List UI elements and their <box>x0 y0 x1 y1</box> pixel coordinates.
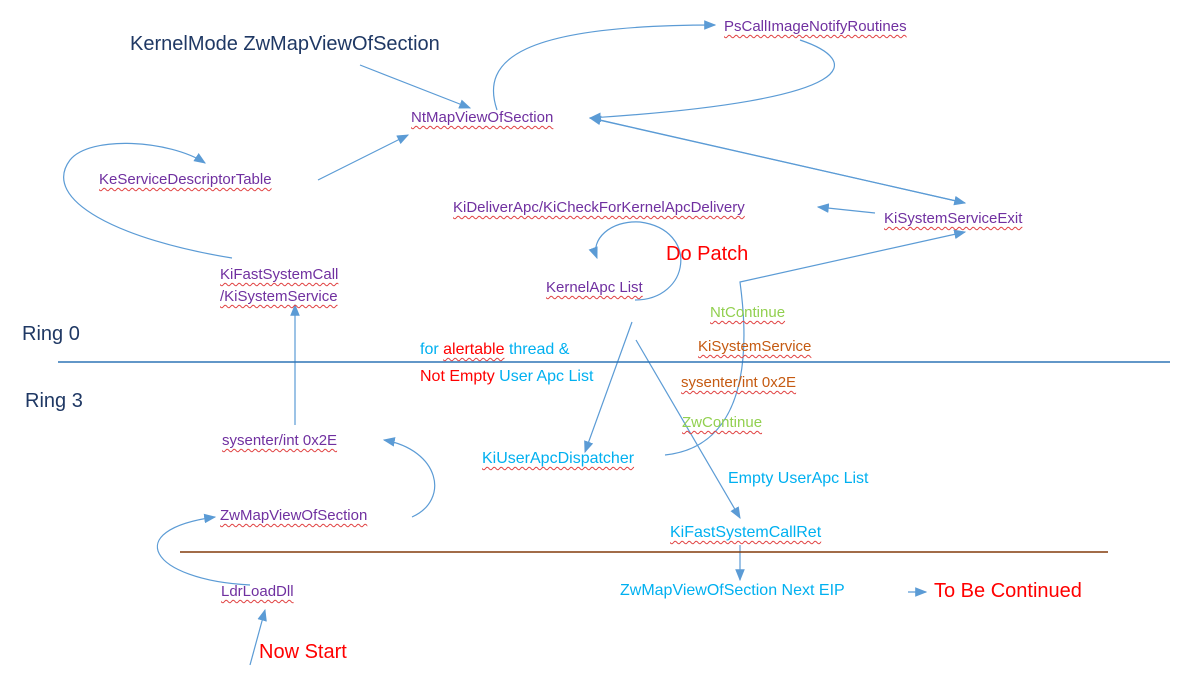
label-not-empty-condition: Not Empty User Apc List <box>420 369 593 385</box>
label-to-be-continued: To Be Continued <box>934 580 1082 602</box>
label-sysenter-right: sysenter/int 0x2E <box>681 374 797 391</box>
label-sysenter-left: sysenter/int 0x2E <box>222 432 338 449</box>
arrow-kernelapc-loop <box>588 221 682 301</box>
arrow-nt-to-ps <box>492 20 717 111</box>
arrow-now-start <box>249 608 267 666</box>
label-nt-continue: NtContinue <box>710 304 786 321</box>
arrow-kernelmode-to-nt <box>359 64 472 109</box>
label-do-patch: Do Patch <box>666 243 749 265</box>
label-ps-notify: PsCallImageNotifyRoutines <box>724 18 907 35</box>
label-ke-sdt: KeServiceDescriptorTable <box>99 171 272 188</box>
arrow-ldr-to-zw <box>156 513 251 586</box>
arrow-userapc-to-sse <box>664 229 967 456</box>
arrow-zw-to-sysenter <box>382 437 436 518</box>
label-zw-continue: ZwContinue <box>682 414 763 431</box>
label-empty-user-apc: Empty UserApc List <box>728 470 869 487</box>
arrow-ps-to-nt <box>588 39 835 123</box>
label-ki-sse: KiSystemServiceExit <box>884 210 1023 227</box>
label-zw-map-user: ZwMapViewOfSection <box>220 507 368 524</box>
label-ki-user-apc: KiUserApcDispatcher <box>482 450 635 467</box>
label-ring0: Ring 0 <box>22 323 80 345</box>
label-kernelapc: KernelApc List <box>546 279 643 296</box>
label-kernelmode: KernelMode ZwMapViewOfSection <box>130 33 440 55</box>
label-alertable-condition: for alertable thread & <box>420 342 569 358</box>
text-not-empty: Not Empty <box>420 368 500 385</box>
text-user-apc: User Apc List <box>499 368 594 385</box>
text-thread: thread & <box>504 341 570 358</box>
label-next-eip: ZwMapViewOfSection Next EIP <box>620 582 845 599</box>
label-ki-fast-ret: KiFastSystemCallRet <box>670 524 822 541</box>
arrow-sse-to-nt <box>588 115 966 204</box>
arrow-sse-to-deliver <box>816 203 876 214</box>
label-ki-system-service: /KiSystemService <box>220 288 338 305</box>
label-ki-fast: KiFastSystemCall <box>220 266 339 283</box>
text-alertable: alertable <box>443 341 505 358</box>
label-now-start: Now Start <box>259 641 347 663</box>
label-ki-ss: KiSystemService <box>698 338 812 355</box>
label-ki-deliver: KiDeliverApc/KiCheckForKernelApcDelivery <box>453 199 745 216</box>
label-ring3: Ring 3 <box>25 390 83 412</box>
arrow-to-fastret <box>635 339 741 520</box>
arrow-to-userapc <box>584 321 633 454</box>
label-ldr: LdrLoadDll <box>221 583 294 600</box>
arrow-fast-to-sdt <box>63 142 233 259</box>
arrow-sdt-to-nt <box>317 134 410 181</box>
text-for: for <box>420 341 444 358</box>
label-nt-map: NtMapViewOfSection <box>411 109 554 126</box>
